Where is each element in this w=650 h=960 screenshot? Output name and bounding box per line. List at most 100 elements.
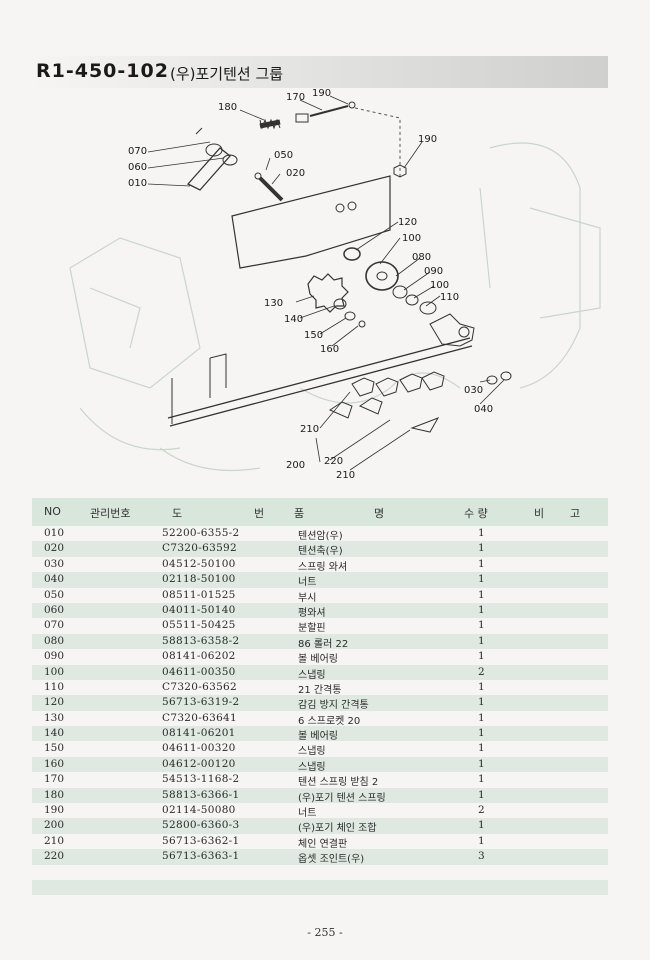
cell-part-no: 04612-00120 <box>162 757 236 770</box>
cell-no: 200 <box>44 819 65 832</box>
header-mgmt-no: 관리번호 <box>90 507 131 520</box>
cell-no: 010 <box>44 527 65 539</box>
cell-no: 060 <box>44 603 65 616</box>
cell-no: 160 <box>44 757 65 770</box>
callout-090: 090 <box>424 266 443 277</box>
cell-name: 스프링 와셔 <box>298 561 348 573</box>
cell-name: 6 스프로켓 20 <box>298 715 361 727</box>
callout-020: 020 <box>286 168 305 179</box>
cell-part-no: 58813-6358-2 <box>162 634 240 647</box>
group-code: R1-450-102 <box>36 60 169 82</box>
cell-no: 090 <box>44 650 65 663</box>
cell-qty: 2 <box>478 804 485 817</box>
callout-190-right: 190 <box>418 134 437 145</box>
callout-210: 210 <box>300 424 319 435</box>
header-no: NO <box>44 505 61 518</box>
page-title-bar: R1-450-102 (우)포기텐션 그룹 <box>32 56 608 88</box>
callout-130: 130 <box>264 298 283 309</box>
cell-no: 120 <box>44 696 65 709</box>
cell-part-no: C7320-63641 <box>162 711 238 724</box>
cell-part-no: 04512-50100 <box>162 557 236 570</box>
cell-name: 옵셋 조인트(우) <box>298 854 365 866</box>
cell-qty: 1 <box>478 603 485 616</box>
header-name-1: 품 <box>294 507 305 520</box>
callout-160: 160 <box>320 344 339 355</box>
diagram-svg: 170 190 180 070 060 010 050 020 190 120 … <box>69 88 601 481</box>
header-part-no-1: 도 <box>172 507 183 520</box>
cell-qty: 2 <box>478 665 485 678</box>
cell-name: 볼 베어링 <box>298 654 338 666</box>
cell-part-no: 52800-6360-3 <box>162 819 240 832</box>
cell-no: 020 <box>44 542 65 555</box>
cell-no: 150 <box>44 742 65 755</box>
cell-name: 너트 <box>298 577 317 589</box>
header-part-no-2: 번 <box>254 507 265 520</box>
cell-name: 스냅링 <box>298 761 326 773</box>
background-ghost-drawing <box>69 142 601 472</box>
cell-qty: 1 <box>478 527 485 539</box>
cell-name: 평와셔 <box>298 607 326 619</box>
cell-part-no: 56713-6363-1 <box>162 850 240 863</box>
callout-110: 110 <box>440 292 459 303</box>
cell-qty: 1 <box>478 573 485 586</box>
callout-120: 120 <box>398 217 417 228</box>
cell-part-no: 05511-50425 <box>162 619 236 632</box>
cell-no: 050 <box>44 588 65 601</box>
table-row: 070 05511-50425 분할핀 1 <box>32 618 608 635</box>
cell-part-no: C7320-63592 <box>162 542 238 555</box>
cell-qty: 1 <box>478 619 485 632</box>
cell-name: 부시 <box>298 592 317 604</box>
cell-part-no: C7320-63562 <box>162 680 238 693</box>
callout-220: 220 <box>324 456 343 467</box>
cell-qty: 1 <box>478 819 485 832</box>
cell-name: 감김 방지 간격통 <box>298 700 369 712</box>
cell-part-no: 08141-06202 <box>162 650 236 663</box>
cell-part-no: 04611-00350 <box>162 665 236 678</box>
cell-name: 텐션암(우) <box>298 531 343 542</box>
table-blank-row-shaded <box>32 879 608 896</box>
cell-no: 080 <box>44 634 65 647</box>
cell-part-no: 08511-01525 <box>162 588 236 601</box>
callout-170: 170 <box>286 92 305 103</box>
cell-part-no: 02114-50080 <box>162 804 236 817</box>
cell-part-no: 08141-06201 <box>162 727 236 740</box>
cell-qty: 1 <box>478 557 485 570</box>
cell-no: 070 <box>44 619 65 632</box>
cell-qty: 1 <box>478 727 485 740</box>
cell-name: 86 롤러 22 <box>298 638 349 650</box>
cell-no: 170 <box>44 773 65 786</box>
cell-no: 130 <box>44 711 65 724</box>
callout-100: 100 <box>402 233 421 244</box>
cell-name: (우)포기 텐션 스프링 <box>298 792 386 804</box>
cell-name: 분할핀 <box>298 623 326 635</box>
callout-050: 050 <box>274 150 293 161</box>
cell-qty: 3 <box>478 850 485 863</box>
table-blank-row <box>32 865 608 880</box>
callout-180: 180 <box>218 102 237 113</box>
callout-060: 060 <box>128 162 147 173</box>
callout-070: 070 <box>128 146 147 157</box>
exploded-parts-diagram: 170 190 180 070 060 010 050 020 190 120 … <box>60 88 620 488</box>
cell-qty: 1 <box>478 711 485 724</box>
cell-qty: 1 <box>478 634 485 647</box>
page-number: - 255 - <box>307 926 343 939</box>
cell-qty: 1 <box>478 542 485 555</box>
callout-140: 140 <box>284 314 303 325</box>
cell-qty: 1 <box>478 650 485 663</box>
